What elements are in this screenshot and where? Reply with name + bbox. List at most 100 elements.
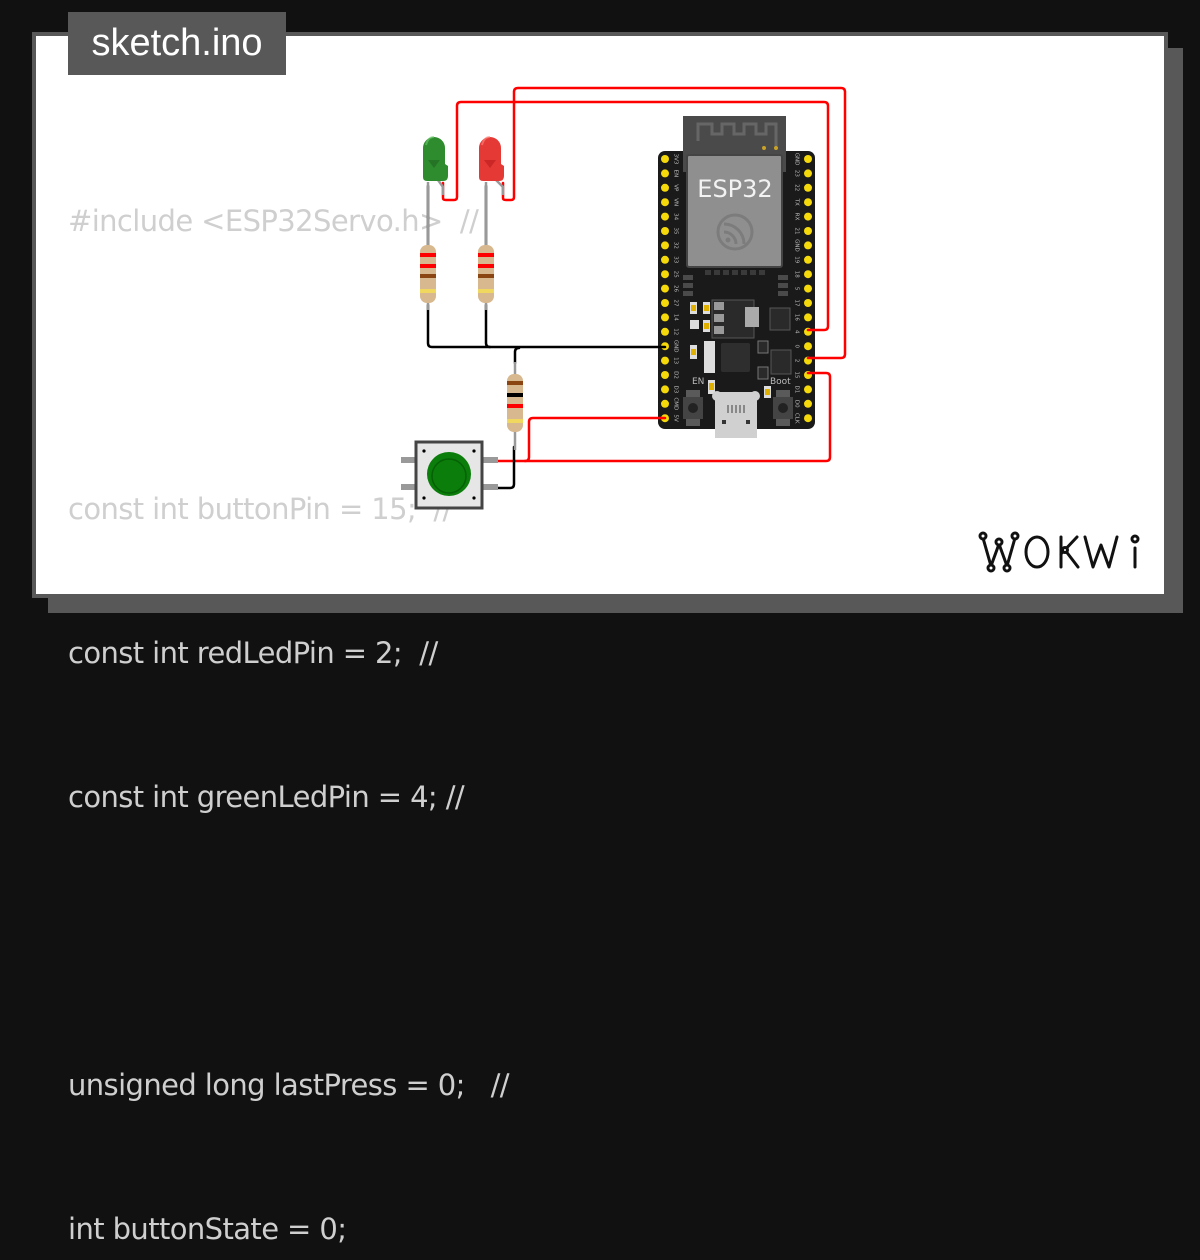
code-line: int buttonState = 0; — [68, 1212, 347, 1246]
wire-gnd-pulldown[interactable] — [513, 346, 521, 365]
boot-button[interactable] — [773, 390, 793, 426]
pin-right-21[interactable] — [804, 227, 812, 235]
pin-label: TX — [794, 198, 800, 206]
pin-left-14[interactable] — [661, 313, 669, 322]
pin-right-0[interactable] — [804, 342, 812, 351]
pin-left-3v3[interactable] — [661, 155, 669, 163]
pin-label: 16 — [794, 314, 800, 321]
circuit-diagram: ESP32 — [401, 86, 847, 510]
led-red-body — [479, 137, 504, 181]
led-green[interactable] — [423, 136, 448, 235]
pin-left-35[interactable] — [661, 227, 669, 235]
pin-label: 13 — [673, 357, 679, 364]
resistor-red-led[interactable] — [478, 235, 494, 310]
antenna-trace — [696, 122, 778, 146]
en-button[interactable] — [683, 390, 703, 426]
pin-left-cmd[interactable] — [661, 399, 669, 408]
pin-label: 27 — [673, 300, 679, 307]
pin-label: 35 — [673, 228, 679, 235]
pin-right-17[interactable] — [804, 299, 812, 307]
pin-right-18[interactable] — [804, 270, 812, 279]
pin-right-tx[interactable] — [804, 198, 812, 207]
pin-label: 5V — [673, 415, 679, 422]
pushbutton[interactable] — [401, 440, 498, 510]
pin-left-13[interactable] — [661, 356, 669, 365]
pin-label: 32 — [673, 242, 679, 249]
pin-right-22[interactable] — [804, 183, 812, 192]
pin-left-d3[interactable] — [661, 385, 669, 394]
pin-right-19[interactable] — [804, 255, 812, 264]
smd-components — [690, 302, 792, 398]
pin-left-32[interactable] — [661, 241, 669, 250]
wire-button-gpio15[interactable] — [495, 371, 832, 463]
pin-label: GND — [794, 239, 800, 252]
pin-label: CMD — [673, 397, 679, 410]
wire-green-led-gpio4[interactable] — [441, 100, 830, 332]
espressif-logo-icon — [716, 213, 754, 251]
pin-left-12[interactable] — [661, 327, 669, 336]
wire-red-led-gpio2[interactable] — [501, 86, 847, 360]
wire-gnd-bus[interactable] — [426, 303, 667, 349]
pin-right-gnd[interactable] — [804, 155, 812, 163]
code-line: const int buttonPin = 15; // — [68, 492, 452, 526]
pin-label: 26 — [673, 285, 679, 292]
pin-left-26[interactable] — [661, 284, 669, 293]
board-name: ESP32 — [697, 175, 772, 203]
wire-button-5v[interactable] — [523, 416, 667, 463]
usb-port[interactable] — [715, 392, 757, 438]
pin-right-5[interactable] — [804, 284, 812, 293]
pin-label: 0 — [794, 344, 800, 348]
pin-label: 14 — [673, 314, 679, 321]
pin-right-clk[interactable] — [804, 414, 812, 423]
pin-left-33[interactable] — [661, 255, 669, 264]
pin-right-16[interactable] — [804, 313, 812, 322]
pin-label: 25 — [673, 271, 679, 278]
pin-label: GND — [673, 340, 679, 353]
module-pads — [705, 270, 765, 275]
wire-gnd-red[interactable] — [484, 303, 492, 349]
wokwi-logo — [978, 531, 1140, 573]
pin-right-gnd[interactable] — [804, 241, 812, 250]
resistor-green-led[interactable] — [420, 235, 436, 310]
pin-left-27[interactable] — [661, 299, 669, 307]
pin-left-en[interactable] — [661, 169, 669, 178]
usb-chip — [721, 343, 750, 372]
pin-label: 18 — [794, 271, 800, 278]
pin-left-vn[interactable] — [661, 198, 669, 207]
pin-label: D3 — [673, 386, 679, 394]
pin-label: VN — [673, 198, 679, 206]
pin-label: D2 — [673, 371, 679, 379]
pin-label: 22 — [794, 184, 800, 191]
esp32-module — [686, 154, 783, 268]
led-red[interactable] — [479, 136, 505, 235]
code-line: const int redLedPin = 2; // — [68, 636, 438, 670]
pin-label: 21 — [794, 228, 800, 235]
pin-right-d0[interactable] — [804, 399, 812, 408]
pin-label: D0 — [794, 400, 800, 408]
pin-left-34[interactable] — [661, 212, 669, 221]
pin-label: D1 — [794, 386, 800, 394]
pin-label: GND — [794, 153, 800, 166]
pin-right-23[interactable] — [804, 169, 812, 178]
pin-right-rx[interactable] — [804, 212, 812, 221]
pin-left-d2[interactable] — [661, 371, 669, 379]
resistor-pulldown[interactable] — [507, 362, 523, 450]
pin-label: 19 — [794, 256, 800, 263]
pin-label: 17 — [794, 300, 800, 307]
code-line: unsigned long lastPress = 0; // — [68, 1068, 510, 1102]
wire-button-pulldown[interactable] — [495, 445, 516, 490]
pin-label: VP — [673, 184, 679, 192]
file-tab[interactable]: sketch.ino — [68, 12, 286, 75]
pin-label: 3V3 — [673, 154, 679, 165]
pin-label: EN — [673, 170, 679, 178]
esp32-board[interactable]: ESP32 — [658, 116, 815, 438]
pin-label: 2 — [794, 359, 800, 363]
pin-left-25[interactable] — [661, 270, 669, 279]
pin-right-d1[interactable] — [804, 385, 812, 394]
led-green-body — [423, 137, 448, 181]
pin-label: 23 — [794, 170, 800, 177]
left-header: 3V3ENVPVN343532332526271412GND13D2D3CMD5… — [661, 154, 679, 423]
preview-card — [32, 32, 1168, 598]
pin-left-vp[interactable] — [661, 183, 669, 192]
